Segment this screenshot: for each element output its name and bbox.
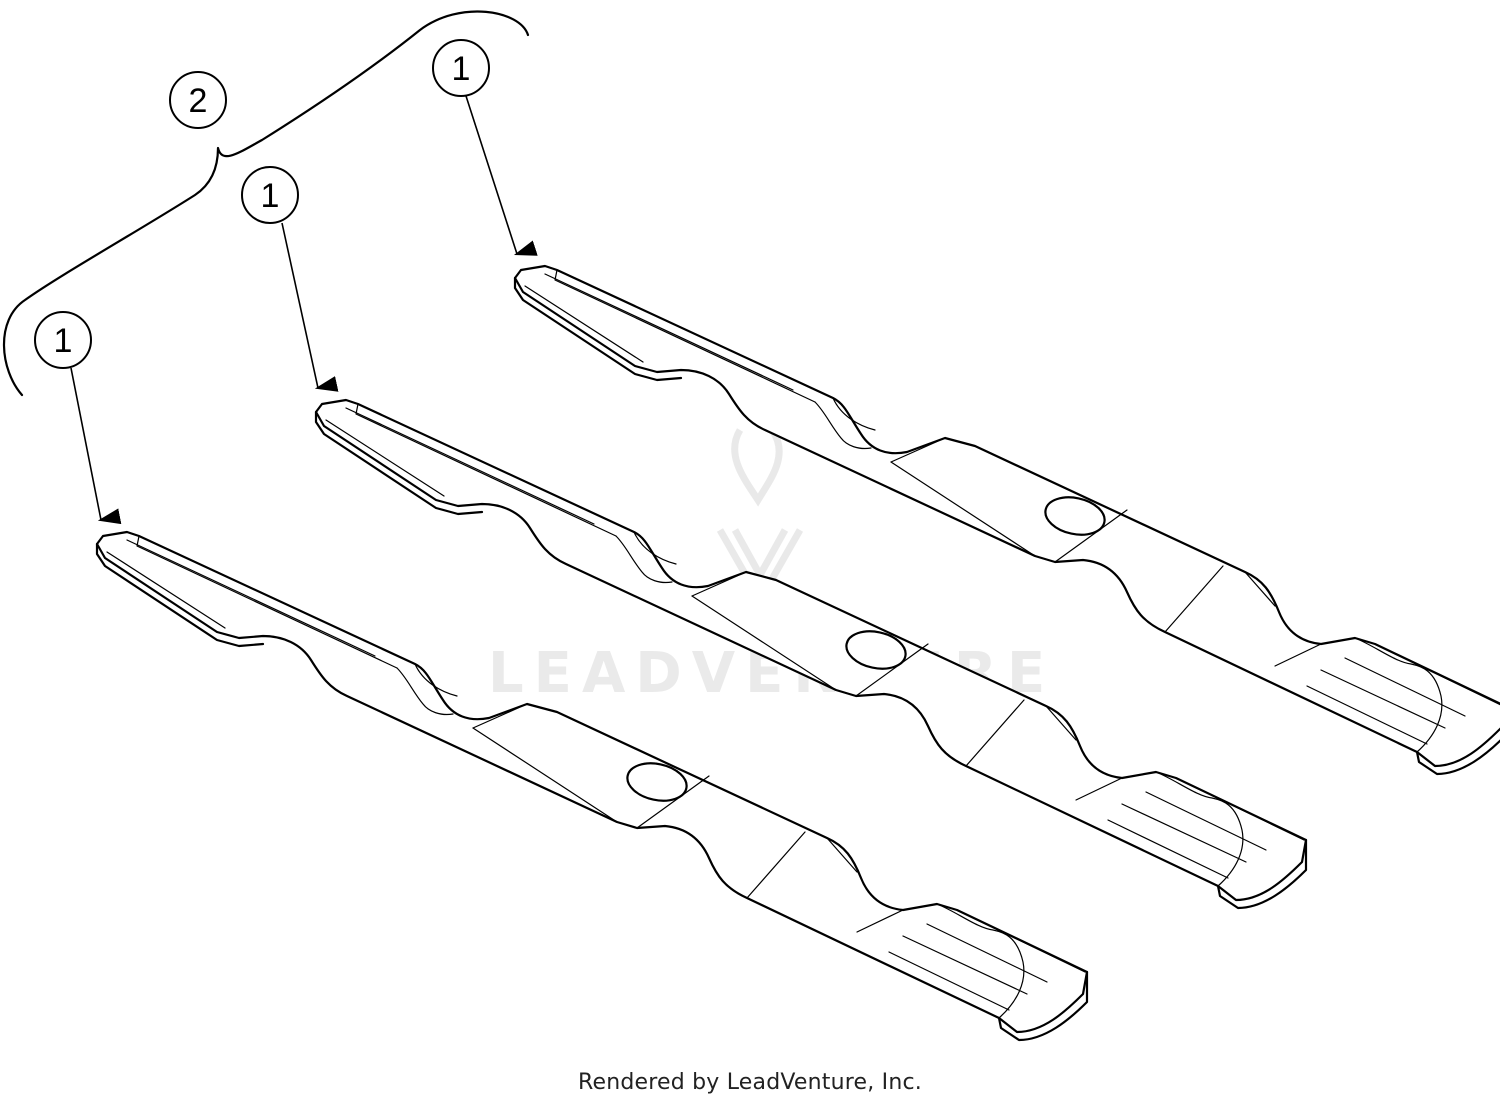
callout-2: 2 (169, 71, 227, 129)
footer-credit: Rendered by LeadVenture, Inc. (578, 1070, 922, 1095)
callout-1-front-label: 1 (54, 322, 73, 360)
callout-1-back-label: 1 (452, 50, 471, 88)
callout-1-middle-label: 1 (261, 177, 280, 215)
callout-1-back: 1 (432, 39, 538, 256)
leader-arrow-back (465, 95, 538, 256)
callout-1-front: 1 (34, 311, 122, 525)
leader-arrow-front (70, 367, 122, 525)
watermark-logo (716, 427, 804, 608)
callout-2-label: 2 (189, 82, 208, 120)
set-brace (2, 10, 530, 397)
leader-arrow-middle (281, 222, 339, 392)
callout-1-middle: 1 (241, 166, 339, 392)
mower-blade-front (95, 530, 1089, 1042)
